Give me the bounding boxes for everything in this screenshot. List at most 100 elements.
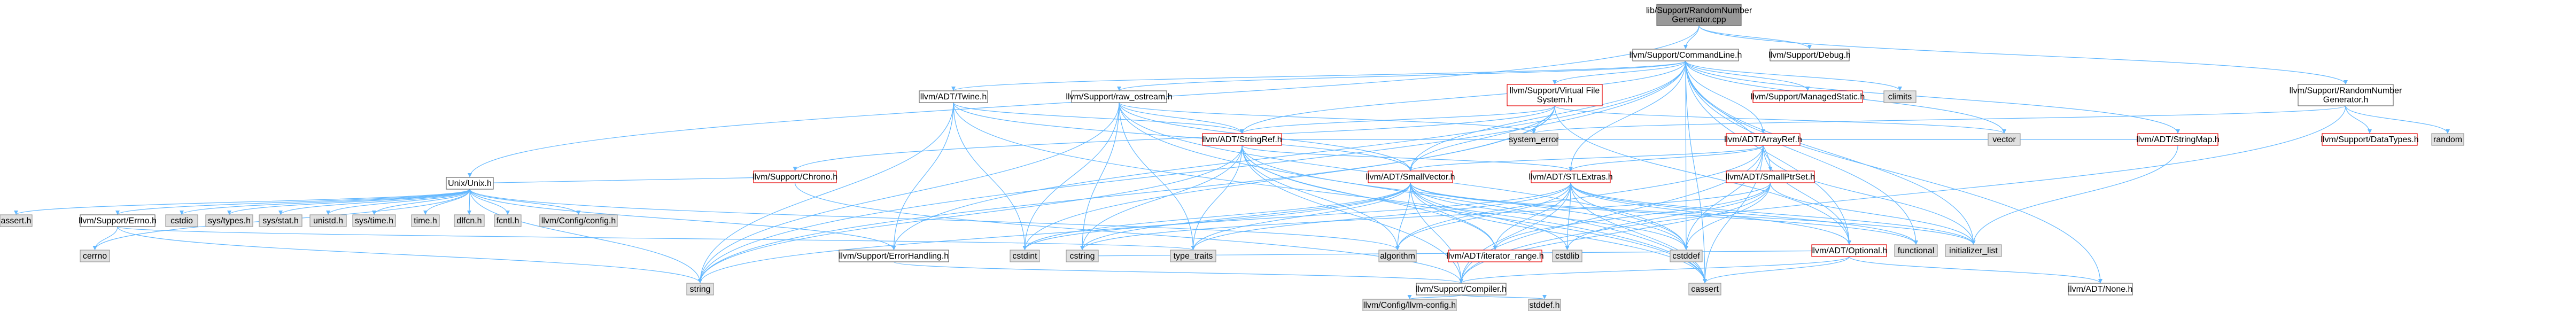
node-unix[interactable]: Unix/Unix.h [446, 177, 494, 190]
node-label: sys/types.h [208, 216, 251, 226]
node-box [1726, 133, 1801, 146]
edge-stringref-to-stlextras [1242, 145, 1573, 172]
edge-commandline-to-twine [951, 60, 1686, 91]
node-arrayref[interactable]: llvm/ADT/ArrayRef.h [1724, 133, 1802, 146]
node-stringref[interactable]: llvm/ADT/StringRef.h [1202, 133, 1282, 146]
node-label: unistd.h [313, 216, 343, 226]
node-cstddef: cstddef [1670, 250, 1703, 262]
node-box [919, 90, 988, 103]
node-label: llvm/Support/Debug.h [1768, 51, 1851, 60]
node-debug[interactable]: llvm/Support/Debug.h [1768, 49, 1851, 61]
node-box [1811, 244, 1887, 257]
node-cassert: cassert [1688, 283, 1721, 296]
node-chrono[interactable]: llvm/Support/Chrono.h [752, 170, 837, 183]
node-box [411, 214, 440, 227]
node-cstring: cstring [1066, 250, 1099, 262]
node-fcntl: fcntl.h [494, 214, 522, 227]
node-label: llvm/Support/Compiler.h [1416, 285, 1507, 294]
node-iteratorrange[interactable]: llvm/ADT/iterator_range.h [1446, 250, 1544, 262]
edge-compiler-to-llvmconfig [1407, 294, 1462, 300]
node-noneh[interactable]: llvm/ADT/None.h [2068, 283, 2133, 296]
edge-unix-to-chrono [469, 175, 795, 184]
edge-smallptrset-to-initlist [1770, 182, 1976, 245]
node-label: type_traits [1174, 252, 1213, 261]
edge-errno-to-typetraits [117, 226, 1195, 251]
node-box [1752, 90, 1863, 103]
node-label: Generator.h [2323, 96, 2369, 105]
node-label: algorithm [1380, 252, 1415, 261]
node-rawostream[interactable]: llvm/Support/raw_ostream.h [1066, 90, 1173, 103]
edge-twine-to-errorhandling [891, 102, 954, 251]
node-label: llvm/ADT/SmallVector.h [1365, 173, 1455, 182]
node-box [165, 214, 198, 227]
edge-smallvector-to-compiler [1410, 182, 1463, 284]
node-cstdint: cstdint [1010, 250, 1040, 262]
node-label: llvm/ADT/None.h [2068, 285, 2133, 294]
node-box [1448, 250, 1542, 262]
node-twine[interactable]: llvm/ADT/Twine.h [919, 90, 988, 103]
node-box [1362, 299, 1457, 311]
edge-smallvector-to-functional [1410, 182, 1918, 245]
node-label: lib/Support/RandomNumber [1646, 6, 1752, 15]
node-smallptrset[interactable]: llvm/ADT/SmallPtrSet.h [1726, 170, 1815, 183]
node-errorhandling[interactable]: llvm/Support/ErrorHandling.h [839, 250, 949, 262]
node-label: string [689, 285, 710, 294]
edge-arrayref-to-smallvector [1408, 145, 1764, 172]
edge-commandline-to-stringmap [1685, 60, 2180, 134]
node-unistd: unistd.h [309, 214, 347, 227]
edge-stlextras-to-cassert [1570, 182, 1707, 284]
edge-stringref-to-compiler [1242, 145, 1463, 284]
edge-unix-to-errorhandling [469, 189, 896, 251]
node-llvmconfig: llvm/Config/llvm-config.h [1362, 299, 1457, 311]
node-box [1670, 250, 1703, 262]
node-label: fcntl.h [496, 216, 519, 226]
node-label: cerrno [83, 252, 107, 261]
edge-unix-to-algorithm [469, 189, 1400, 251]
edge-commandline-to-rawostream [1117, 60, 1686, 91]
edge-commandline-to-managedstatic [1685, 60, 1810, 91]
node-box [1552, 250, 1582, 262]
edge-unix-to-cstdio [180, 189, 470, 215]
edge-arrayref-to-initlist [1763, 145, 1976, 245]
node-label: cstdio [170, 216, 193, 226]
node-box [1416, 283, 1507, 296]
edge-twine-to-string [698, 102, 954, 284]
edge-commandline-to-errorhandling [891, 60, 1686, 251]
edge-root-to-commandline [1683, 25, 1700, 50]
edge-stlextras-to-optional [1570, 182, 1851, 245]
edge-smallptrset-to-iteratorrange [1493, 182, 1771, 251]
node-stringmap[interactable]: llvm/ADT/StringMap.h [2136, 133, 2220, 146]
edge-vfs-to-stringref [1240, 105, 1555, 134]
edge-smallptrset-to-compiler [1459, 182, 1771, 284]
edge-vfs-to-cstdint [1022, 105, 1555, 251]
node-box [1528, 299, 1561, 311]
node-datatypes[interactable]: llvm/Support/DataTypes.h [2321, 133, 2419, 146]
node-errno[interactable]: llvm/Support/Errno.h [79, 214, 157, 227]
node-smallvector[interactable]: llvm/ADT/SmallVector.h [1365, 170, 1455, 183]
node-managedstatic[interactable]: llvm/Support/ManagedStatic.h [1751, 90, 1865, 103]
node-stlextras[interactable]: llvm/ADT/STLExtras.h [1528, 170, 1613, 183]
node-systypes: sys/types.h [205, 214, 253, 227]
node-compiler[interactable]: llvm/Support/Compiler.h [1416, 283, 1507, 296]
node-optional[interactable]: llvm/ADT/Optional.h [1811, 244, 1887, 257]
node-label: llvm/ADT/StringRef.h [1202, 135, 1282, 144]
node-box [686, 283, 714, 296]
node-commandline[interactable]: llvm/Support/CommandLine.h [1630, 49, 1742, 61]
edge-commandline-to-noneh [1685, 60, 2102, 284]
node-box [446, 177, 494, 190]
node-label: llvm/ADT/STLExtras.h [1528, 173, 1612, 182]
edge-stringref-to-string [698, 145, 1243, 284]
node-box [1378, 250, 1417, 262]
node-label: random [2433, 135, 2462, 144]
node-label: llvm/Config/llvm-config.h [1363, 301, 1456, 310]
node-label: llvm/Support/RandomNumber [2290, 87, 2402, 96]
edge-unix-to-systypes [227, 189, 470, 215]
edge-commandline-to-climits [1685, 60, 1902, 91]
node-box [2431, 133, 2464, 146]
node-box [80, 214, 156, 227]
edge-unix-to-systime [372, 189, 470, 215]
node-timeh: time.h [411, 214, 440, 227]
edge-layer [14, 25, 2450, 300]
